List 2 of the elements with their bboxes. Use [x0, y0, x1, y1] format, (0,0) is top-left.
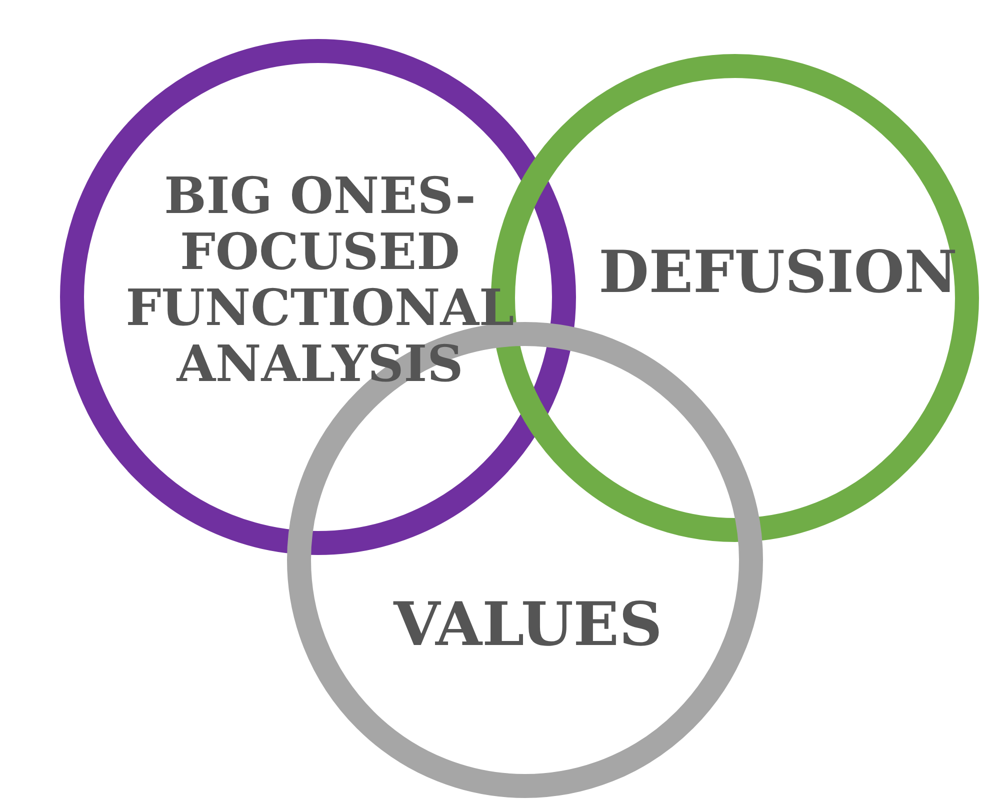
circle-label: VALUES: [392, 592, 664, 659]
venn-circle: [60, 39, 576, 555]
